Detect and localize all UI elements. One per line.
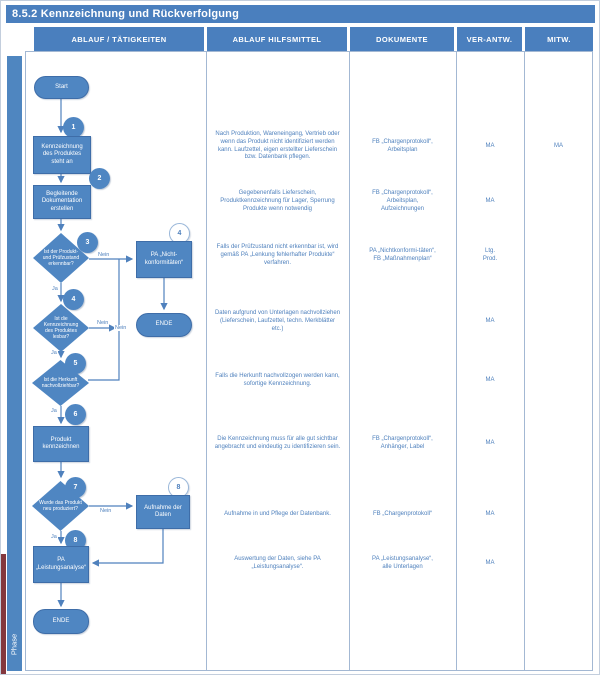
column-header-mitw: MITW.: [525, 27, 593, 51]
nein-label: Nein: [96, 320, 110, 326]
page-edge-stripe: [1, 554, 6, 674]
ja-label: Ja: [50, 534, 58, 540]
flow-ende-node: ENDE: [33, 609, 89, 634]
phase-band: Phase: [7, 56, 22, 671]
hilfsmittel-cell: Falls die Herkunft nachvollzogen werden …: [215, 373, 340, 387]
column-divider: [456, 51, 457, 671]
column-header-hilfsmittel: ABLAUF HILFSMITTEL: [207, 27, 347, 51]
page-title: 8.5.2 Kennzeichnung und Rückverfolgung: [6, 5, 595, 23]
verantw-cell: MA: [485, 142, 495, 149]
table-body-frame: [25, 51, 593, 671]
column-divider: [524, 51, 525, 671]
column-header-taetigkeiten: ABLAUF / TÄTIGKEITEN: [34, 27, 204, 51]
flow-box-produkt-kennzeichnen: Produkt kennzeichnen: [33, 426, 89, 462]
phase-label: Phase: [9, 633, 19, 656]
step-3-badge: 3: [77, 232, 98, 253]
flow-box-nichtkonformitaeten: PA „Nicht-konformitäten“: [136, 241, 192, 278]
dokumente-cell: FB „Chargenprotokoll“, Arbeitsplan, Aufz…: [372, 190, 433, 212]
verantw-cell: MA: [485, 511, 495, 518]
column-header-verantw: VER-ANTW.: [457, 27, 522, 51]
ja-label: Ja: [50, 350, 58, 356]
hilfsmittel-cell: Nach Produktion, Wareneingang, Vertrieb …: [215, 130, 340, 161]
hilfsmittel-cell: Die Kennzeichnung muss für alle gut sich…: [214, 436, 341, 450]
hilfsmittel-cell: Daten aufgrund von Unterlagen nachvollzi…: [214, 310, 341, 332]
column-header-dokumente: DOKUMENTE: [350, 27, 454, 51]
table-row: Daten aufgrund von Unterlagen nachvollzi…: [206, 304, 593, 340]
verantw-cell: MA: [485, 560, 495, 567]
verantw-cell: MA: [485, 440, 495, 447]
flow-box-aufnahme-daten: Aufnahme der Daten: [136, 495, 190, 529]
flow-start-node: Start: [34, 76, 89, 99]
ja-label: Ja: [51, 286, 59, 292]
flow-ende-branch-node: ENDE: [136, 313, 192, 337]
dokumente-cell: PA „Nichtkonformi-täten“, FB „Maßnahmenp…: [369, 248, 436, 262]
nein-label: Nein: [99, 508, 113, 514]
verantw-cell: MA: [485, 198, 495, 205]
flow-box-kennzeichnung-steht-an: Kennzeichnung des Produktes steht an: [33, 136, 91, 174]
verantw-cell: Ltg. Prod.: [482, 248, 498, 262]
table-row: Auswertung der Daten, siehe PA „Leistung…: [206, 546, 593, 582]
verantw-cell: MA: [485, 318, 495, 325]
column-divider: [206, 51, 207, 671]
nein-label: Nein: [97, 252, 111, 258]
hilfsmittel-cell: Falls der Prüfzustand nicht erkennbar is…: [216, 244, 339, 266]
step-6-badge: 6: [65, 404, 86, 425]
verantw-cell: MA: [485, 377, 495, 384]
dokumente-cell: FB „Chargenprotokoll“, Anhänger, Label: [372, 436, 433, 450]
mitw-cell: MA: [554, 142, 563, 149]
step-2-badge: 2: [89, 168, 110, 189]
table-row: Aufnahme in und Pflege der Datenbank. FB…: [206, 499, 593, 531]
hilfsmittel-cell: Gegebenenfalls Lieferschein, Produktkenn…: [220, 190, 335, 212]
nein-label: Nein: [114, 325, 128, 331]
flow-box-dokumentation-erstellen: Begleitende Dokumentation erstellen: [33, 185, 91, 219]
hilfsmittel-cell: Aufnahme in und Pflege der Datenbank.: [224, 511, 331, 518]
table-row: Nach Produktion, Wareneingang, Vertrieb …: [206, 119, 593, 174]
step-4-badge: 4: [63, 289, 84, 310]
hilfsmittel-cell: Auswertung der Daten, siehe PA „Leistung…: [234, 556, 321, 570]
step-8-badge: 8: [65, 530, 86, 551]
flow-box-leistungsanalyse: PA „Leistungsanalyse“: [33, 546, 89, 583]
table-row: Gegebenenfalls Lieferschein, Produktkenn…: [206, 184, 593, 220]
step-1-badge: 1: [63, 117, 84, 138]
dokumente-cell: PA „Leistungsanalyse“, alle Unterlagen: [372, 556, 433, 570]
column-divider: [349, 51, 350, 671]
dokumente-cell: FB „Chargenprotokoll“: [372, 511, 433, 518]
table-row: Falls der Prüfzustand nicht erkennbar is…: [206, 238, 593, 274]
dokumente-cell: FB „Chargenprotokoll“, Arbeitsplan: [372, 138, 433, 153]
ja-label: Ja: [50, 408, 58, 414]
table-row: Die Kennzeichnung muss für alle gut sich…: [206, 425, 593, 463]
table-row: Falls die Herkunft nachvollzogen werden …: [206, 363, 593, 399]
